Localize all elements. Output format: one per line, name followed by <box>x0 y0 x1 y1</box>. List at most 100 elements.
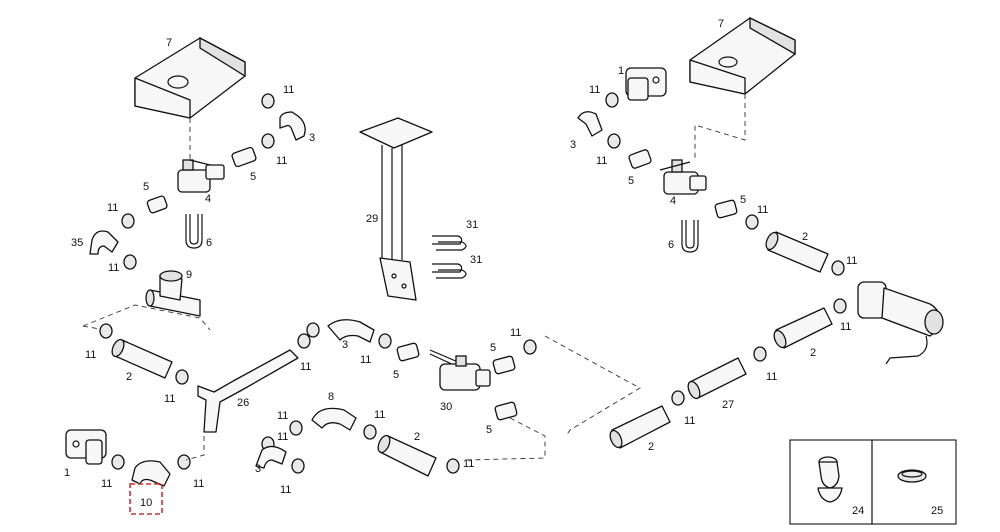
callout-4: 4 <box>205 193 211 205</box>
callout-5: 5 <box>250 171 256 183</box>
u-bolt-31[interactable] <box>432 263 467 279</box>
hose-27[interactable] <box>686 357 747 400</box>
clamp-11[interactable] <box>175 369 189 385</box>
callout-5: 5 <box>740 194 746 206</box>
elbow-hose-3[interactable] <box>577 111 603 137</box>
callout-8: 8 <box>328 391 334 403</box>
callout-5: 5 <box>490 342 496 354</box>
fitting-5[interactable] <box>494 401 518 421</box>
clamp-11[interactable] <box>833 298 847 314</box>
callout-11: 11 <box>107 202 118 214</box>
fitting-5[interactable] <box>714 199 738 219</box>
callout-1: 1 <box>618 65 624 77</box>
bracket-7-left[interactable] <box>134 36 246 160</box>
callout-26: 26 <box>237 397 249 409</box>
elbow-10[interactable] <box>131 460 171 487</box>
hose-2[interactable] <box>110 338 173 379</box>
clamp-11[interactable] <box>363 424 377 440</box>
bracket-7-right[interactable] <box>689 16 796 160</box>
fitting-5[interactable] <box>396 342 420 362</box>
clamp-11[interactable] <box>378 333 392 349</box>
callout-11: 11 <box>846 255 857 267</box>
clamp-11[interactable] <box>446 458 460 474</box>
callout-11: 11 <box>374 409 385 421</box>
u-bolt-31[interactable] <box>432 235 467 251</box>
callout-2: 2 <box>802 231 808 243</box>
callout-2: 2 <box>414 431 420 443</box>
flange-1-right[interactable] <box>625 67 667 101</box>
bracket-29[interactable] <box>359 117 433 301</box>
callout-11: 11 <box>510 327 521 339</box>
callout-11: 11 <box>766 371 777 383</box>
callout-11: 11 <box>276 155 287 167</box>
fitting-5[interactable] <box>146 195 168 214</box>
clamp-11[interactable] <box>523 339 537 355</box>
hose-2[interactable] <box>376 434 437 477</box>
clamp-11[interactable] <box>291 458 305 474</box>
clamp-11[interactable] <box>306 322 320 338</box>
callout-7-left: 7 <box>166 37 172 49</box>
callout-11: 11 <box>108 262 119 274</box>
clamp-11[interactable] <box>671 390 685 406</box>
clamp-11[interactable] <box>297 333 311 349</box>
clamp-11[interactable] <box>121 213 135 229</box>
elbow-hose-3[interactable] <box>327 319 375 343</box>
callout-6: 6 <box>206 237 212 249</box>
callout-25: 25 <box>931 505 943 517</box>
fitting-5[interactable] <box>492 355 516 375</box>
elbow-hose-3[interactable] <box>279 111 306 141</box>
callout-1: 1 <box>64 467 70 479</box>
callout-11: 11 <box>463 458 474 470</box>
fitting-5[interactable] <box>231 146 257 168</box>
callout-10: 10 <box>140 497 152 509</box>
valve-30[interactable] <box>429 349 491 391</box>
u-bolt-6[interactable] <box>185 214 203 249</box>
callout-11: 11 <box>277 410 288 422</box>
fitting-5[interactable] <box>628 149 652 169</box>
callout-3: 3 <box>342 339 348 351</box>
clamp-11[interactable] <box>831 260 845 276</box>
part-24[interactable] <box>817 456 843 503</box>
callout-2: 2 <box>126 371 132 383</box>
hose-2[interactable] <box>764 231 829 273</box>
clamp-11[interactable] <box>99 323 113 339</box>
callout-11: 11 <box>840 321 851 333</box>
clamp-11[interactable] <box>261 133 275 149</box>
hose-2[interactable] <box>772 307 833 349</box>
hose-2[interactable] <box>608 405 671 449</box>
clamp-11[interactable] <box>605 92 619 108</box>
pipe-26[interactable] <box>197 349 299 433</box>
clamp-11[interactable] <box>177 454 191 470</box>
callout-9: 9 <box>186 269 192 281</box>
callout-11: 11 <box>589 84 600 96</box>
clamp-11[interactable] <box>261 93 275 109</box>
callout-5: 5 <box>393 369 399 381</box>
highlight-box-10[interactable] <box>129 483 163 515</box>
callout-11: 11 <box>101 478 112 490</box>
callout-29: 29 <box>366 213 378 225</box>
elbow-8[interactable] <box>311 407 357 431</box>
clamp-11[interactable] <box>607 133 621 149</box>
valve-4-right[interactable] <box>659 159 707 195</box>
callout-31: 31 <box>470 254 482 266</box>
elbow-hose-35[interactable] <box>89 230 119 255</box>
clamp-11[interactable] <box>111 454 125 470</box>
callout-11: 11 <box>277 431 288 443</box>
pump-motor[interactable] <box>857 281 944 365</box>
callout-11: 11 <box>280 484 291 496</box>
valve-4-left[interactable] <box>177 159 225 193</box>
callout-31: 31 <box>466 219 478 231</box>
clamp-11[interactable] <box>753 346 767 362</box>
elbow-hose-3[interactable] <box>255 445 287 469</box>
flange-1-left[interactable] <box>65 429 107 465</box>
tee-9[interactable] <box>145 270 201 317</box>
callout-2: 2 <box>648 441 654 453</box>
accessory-legend <box>789 439 957 525</box>
clamp-11[interactable] <box>123 254 137 270</box>
clamp-11[interactable] <box>289 420 303 436</box>
part-25-clamp[interactable] <box>897 469 927 483</box>
callout-30: 30 <box>440 401 452 413</box>
u-bolt-6[interactable] <box>681 220 699 253</box>
clamp-11[interactable] <box>745 214 759 230</box>
